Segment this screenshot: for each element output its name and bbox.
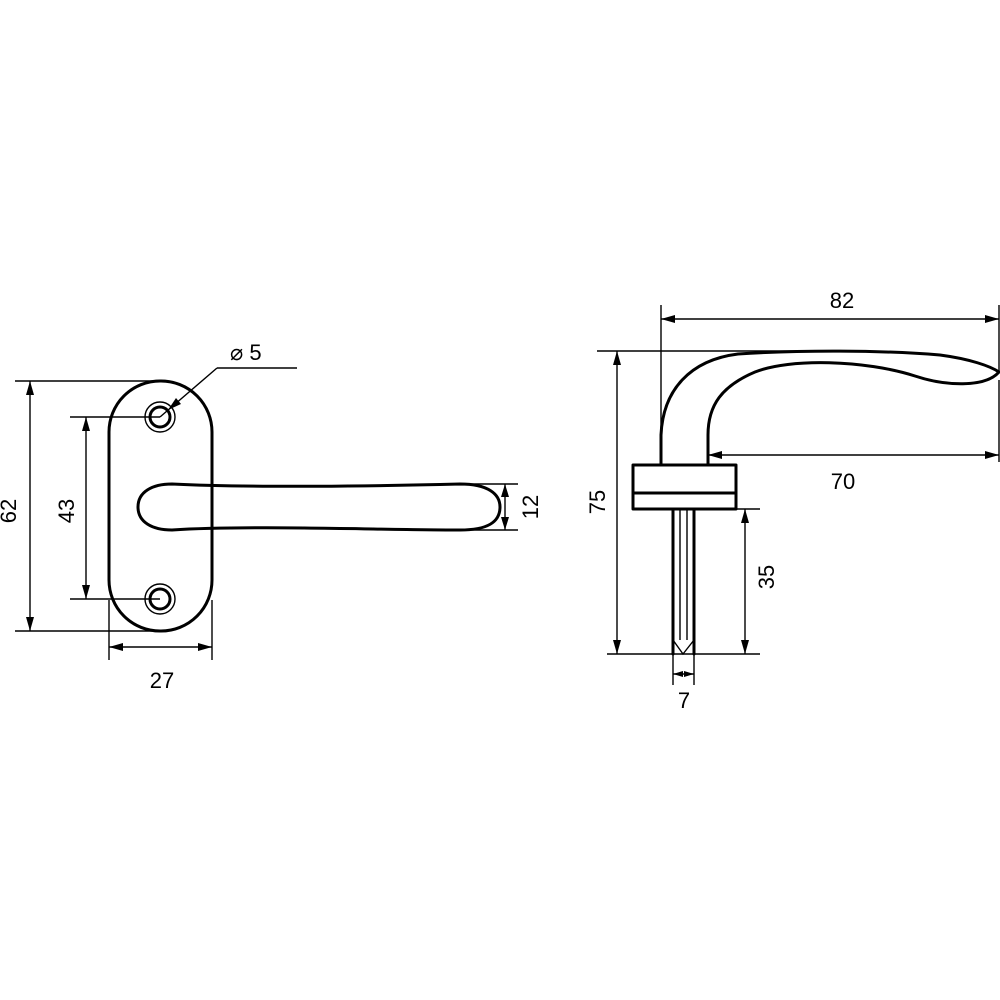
dim-hole-diameter: ⌀ 5 xyxy=(159,340,297,418)
label-spindle-width: 7 xyxy=(678,688,690,713)
dim-overall-length: 82 xyxy=(661,288,999,323)
dim-hole-spacing: 43 xyxy=(54,417,90,599)
label-plate-height: 62 xyxy=(0,499,21,523)
label-lever-reach: 70 xyxy=(831,469,855,494)
side-view: 82 70 75 35 7 xyxy=(585,288,1000,713)
label-lever-thickness: 12 xyxy=(518,495,543,519)
backplate xyxy=(107,379,214,633)
dim-spindle-width: 7 xyxy=(673,671,694,713)
lever-side xyxy=(659,349,1000,467)
label-spindle-length: 35 xyxy=(754,565,779,589)
spindle xyxy=(671,507,696,656)
dim-lever-reach: 70 xyxy=(708,451,999,494)
dim-overall-height: 75 xyxy=(585,351,621,654)
dim-spindle-length: 35 xyxy=(741,509,779,654)
label-plate-width: 27 xyxy=(150,668,174,693)
label-overall-height: 75 xyxy=(585,490,610,514)
dim-plate-width: 27 xyxy=(109,643,212,693)
rose xyxy=(631,463,738,511)
dim-plate-height: 62 xyxy=(0,381,34,631)
lever-front xyxy=(136,482,502,532)
label-hole-spacing: 43 xyxy=(54,499,79,523)
front-view: 62 43 27 12 ⌀ 5 xyxy=(0,340,543,693)
label-overall-length: 82 xyxy=(830,288,854,313)
dim-lever-thickness: 12 xyxy=(501,484,543,530)
label-hole-diameter: ⌀ 5 xyxy=(230,340,262,365)
